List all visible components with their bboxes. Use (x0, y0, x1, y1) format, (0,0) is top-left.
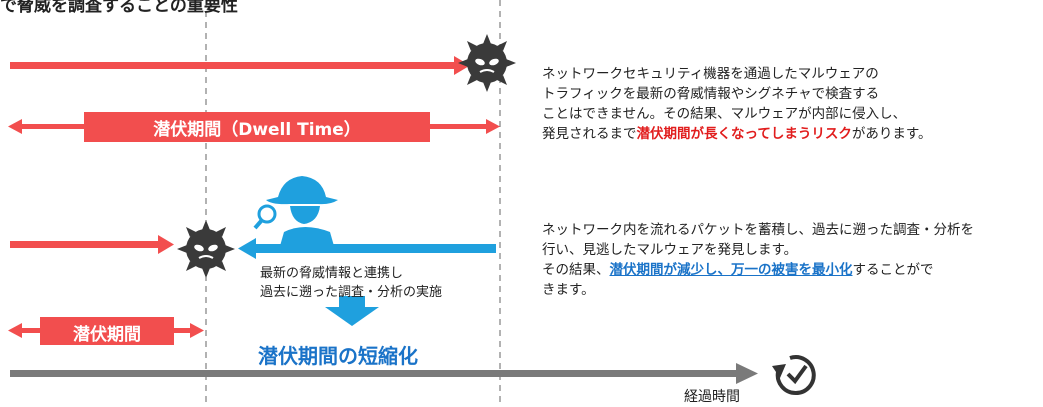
risk-line-4: 発見されるまで潜伏期間が長くなってしまうリスクがあります。 (542, 126, 932, 142)
risk-explanation: ネットワークセキュリティ機器を通過したマルウェアの トラフィックを最新の脅威情報… (542, 64, 931, 144)
shortened-dwell-heading: 潜伏期間の短縮化 (258, 344, 418, 368)
short-dwell-label: 潜伏期間 (73, 325, 141, 345)
blue-backward-arrow (238, 238, 496, 259)
dwell-time-arrow (8, 112, 500, 142)
page-heading: で脅威を調査することの重要性 (0, 0, 238, 16)
dwell-time-label: 潜伏期間（Dwell Time） (153, 120, 361, 140)
elapsed-time-label: 経過時間 (684, 389, 740, 405)
clock-icon (772, 355, 816, 396)
note-line-2: 過去に遡った調査・分析の実施 (260, 285, 443, 300)
solution-emphasis: 潜伏期間が減少し、万一の被害を最小化 (609, 262, 853, 278)
middle-red-arrow (10, 235, 174, 254)
top-red-arrow (10, 56, 470, 75)
short-dwell-arrow (8, 317, 204, 345)
solution-line-1: ネットワーク内を流れるパケットを蓄積し、過去に遡った調査・分析を (542, 222, 974, 238)
malware-virus-icon (458, 34, 516, 92)
blue-down-arrow (325, 296, 379, 326)
elapsed-time-arrow (10, 363, 758, 384)
note-line-1: 最新の脅威情報と連携し (260, 266, 404, 281)
risk-line-3: ことはできません。その結果、マルウェアが内部に侵入し、 (542, 106, 907, 122)
solution-line-2: 行い、見逃したマルウェアを発見します。 (542, 242, 798, 258)
magnifier-icon (253, 204, 277, 230)
risk-line-1: ネットワークセキュリティ機器を通過したマルウェアの (542, 66, 879, 82)
solution-line-3: その結果、潜伏期間が減少し、万一の被害を最小化することがで (542, 262, 934, 278)
risk-emphasis: 潜伏期間が長くなってしまうリスク (636, 126, 852, 142)
risk-line-2: トラフィックを最新の脅威情報やシグネチャで検査する (542, 86, 880, 102)
malware-virus-icon-2 (177, 220, 235, 278)
solution-line-4: きます。 (542, 282, 595, 298)
detective-icon (266, 176, 338, 246)
solution-explanation: ネットワーク内を流れるパケットを蓄積し、過去に遡った調査・分析を 行い、見逃した… (542, 220, 974, 300)
investigation-note: 最新の脅威情報と連携し 過去に遡った調査・分析の実施 (260, 264, 442, 302)
